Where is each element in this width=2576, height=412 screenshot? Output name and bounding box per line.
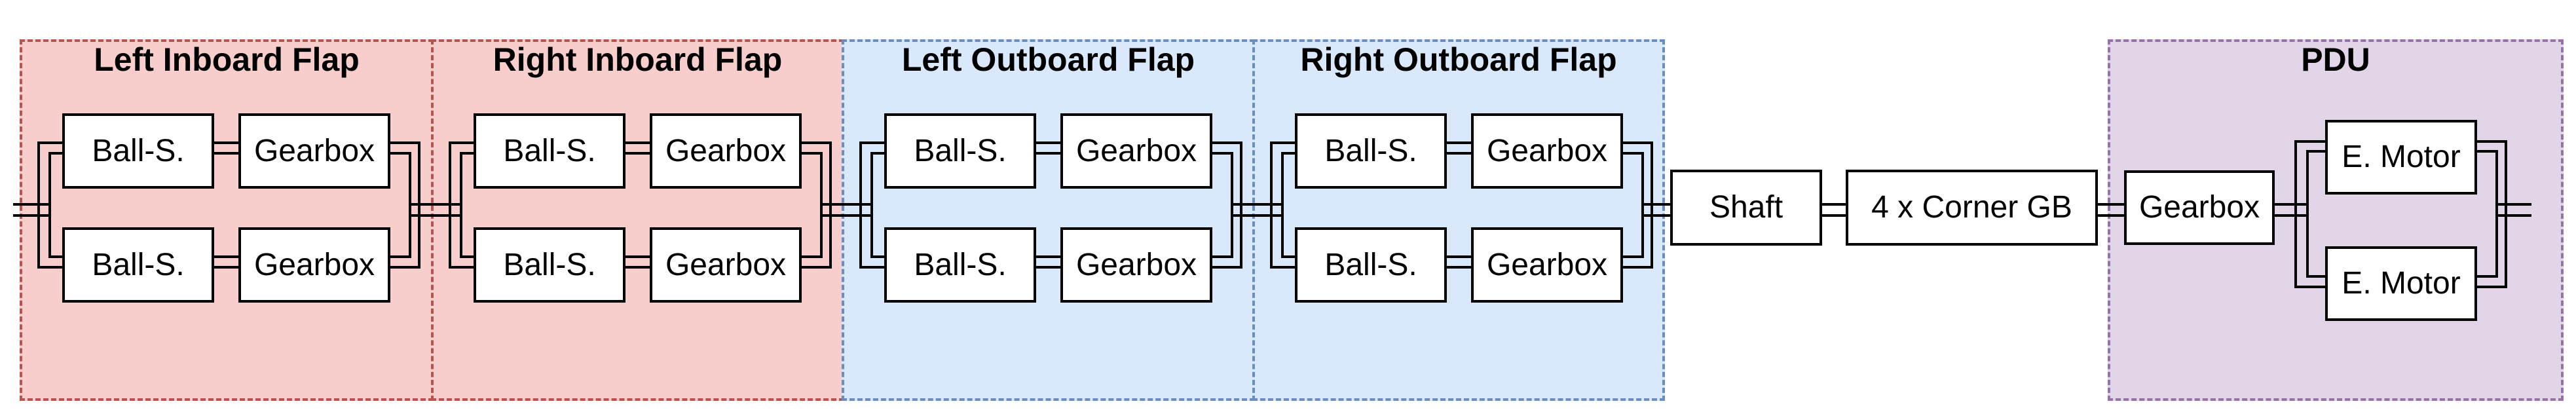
shaft-line — [625, 141, 650, 155]
shaft-line — [1036, 141, 1060, 155]
shaft-line — [820, 203, 873, 217]
gearbox-box: Gearbox — [650, 227, 802, 303]
ball-screw-box: Ball-S. — [884, 113, 1036, 189]
shaft-box: Shaft — [1670, 170, 1822, 246]
e-motor-box: E. Motor — [2325, 120, 2477, 195]
shaft-line — [1822, 203, 1846, 217]
shaft-line — [2275, 203, 2309, 217]
ball-screw-box: Ball-S. — [62, 227, 214, 303]
section-title: Right Outboard Flap — [1300, 41, 1617, 78]
section-title: Right Inboard Flap — [493, 41, 783, 78]
shaft-line — [214, 255, 238, 269]
shaft-split-connector-inner — [2306, 150, 2325, 278]
corner-gearbox-box: 4 x Corner GB — [1846, 170, 2098, 246]
ball-screw-box: Ball-S. — [884, 227, 1036, 303]
section-right-inboard-flap: Right Inboard Flap Ball-S. Gearbox Ball-… — [431, 39, 844, 401]
shaft-line — [1231, 203, 1284, 217]
section-title: Left Outboard Flap — [901, 41, 1195, 78]
shaft-line-wingtip-right — [2495, 203, 2531, 217]
gearbox-box: Gearbox — [1060, 227, 1212, 303]
gearbox-box: Gearbox — [650, 113, 802, 189]
shaft-line — [1447, 141, 1471, 155]
shaft-line — [1036, 255, 1060, 269]
section-right-outboard-flap: Right Outboard Flap Ball-S. Gearbox Ball… — [1252, 39, 1665, 401]
section-title: Left Inboard Flap — [94, 41, 360, 78]
ball-screw-box: Ball-S. — [62, 113, 214, 189]
ball-screw-box: Ball-S. — [474, 113, 625, 189]
shaft-line — [214, 141, 238, 155]
gearbox-box: Gearbox — [1471, 113, 1623, 189]
section-title: PDU — [2301, 41, 2370, 78]
ball-screw-box: Ball-S. — [1295, 113, 1447, 189]
e-motor-box: E. Motor — [2325, 246, 2477, 321]
gearbox-box: Gearbox — [238, 227, 390, 303]
shaft-line-wingtip-left — [13, 203, 51, 217]
shaft-merge-connector-inner — [2477, 150, 2498, 278]
ball-screw-box: Ball-S. — [474, 227, 625, 303]
section-left-outboard-flap: Left Outboard Flap Ball-S. Gearbox Ball-… — [842, 39, 1255, 401]
gearbox-box: Gearbox — [1471, 227, 1623, 303]
shaft-line — [1641, 203, 1670, 217]
gearbox-box: Gearbox — [1060, 113, 1212, 189]
shaft-line — [2098, 203, 2124, 217]
section-pdu: PDU Gearbox E. Motor E. Motor — [2108, 39, 2564, 401]
shaft-line — [625, 255, 650, 269]
shaft-line — [409, 203, 462, 217]
gearbox-box: Gearbox — [238, 113, 390, 189]
section-left-inboard-flap: Left Inboard Flap Ball-S. Gearbox Ball-S… — [20, 39, 434, 401]
pdu-gearbox-box: Gearbox — [2124, 170, 2275, 245]
shaft-line — [1447, 255, 1471, 269]
ball-screw-box: Ball-S. — [1295, 227, 1447, 303]
